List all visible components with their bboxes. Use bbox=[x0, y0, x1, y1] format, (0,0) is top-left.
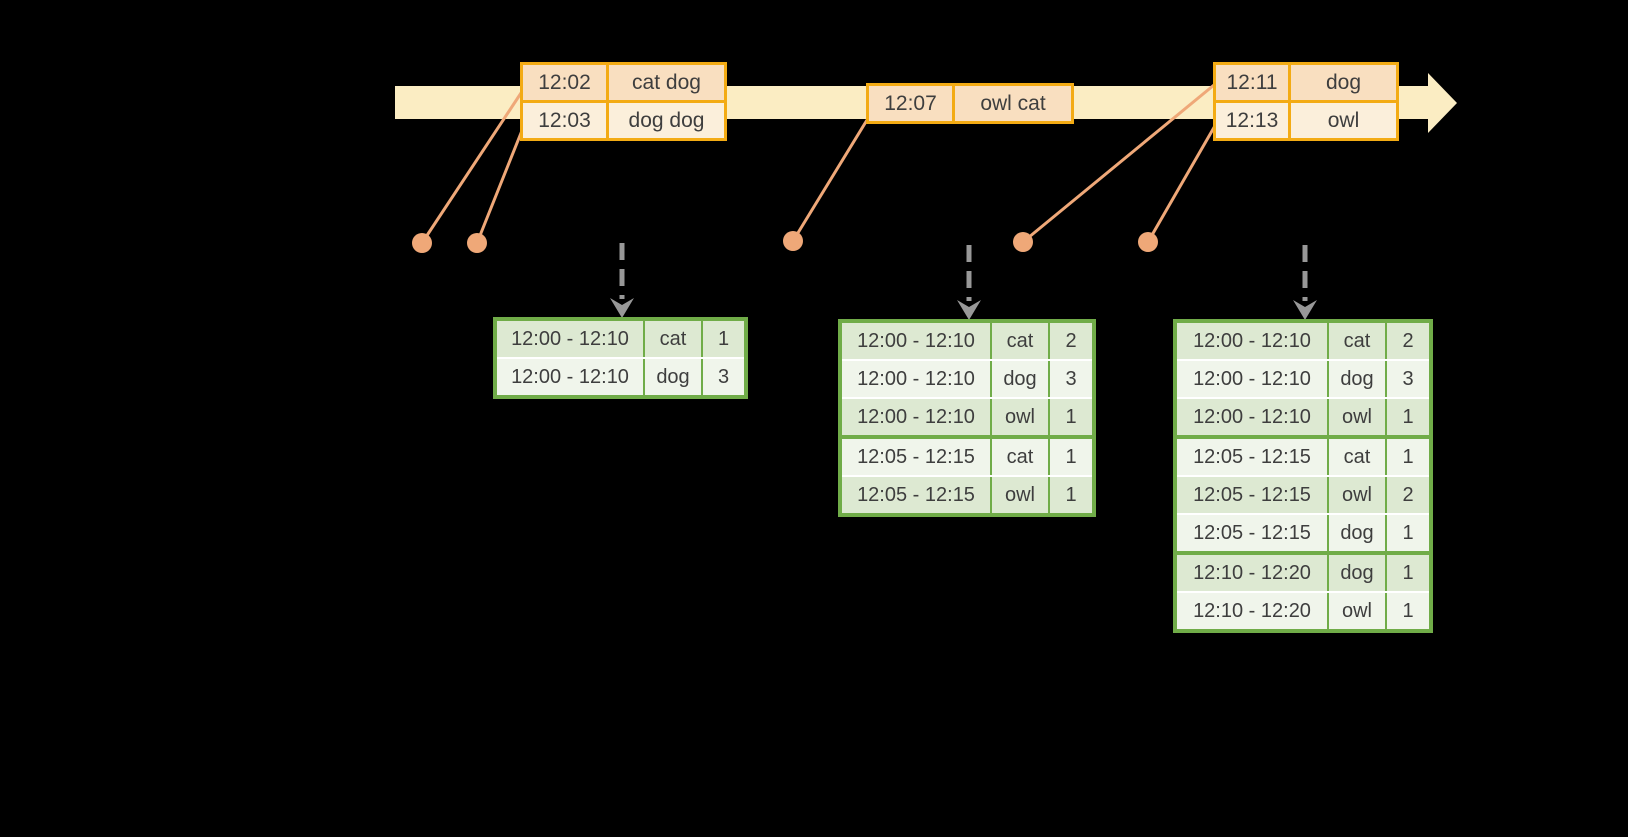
result-window-cell: 12:00 - 12:10 bbox=[497, 359, 643, 395]
event-time: 12:11 bbox=[1216, 65, 1291, 100]
event-words: dog bbox=[1291, 65, 1396, 100]
result-window-cell: 12:00 - 12:10 bbox=[842, 399, 990, 435]
result-word-cell: owl bbox=[990, 399, 1048, 435]
result-window-cell: 12:05 - 12:15 bbox=[1177, 439, 1327, 475]
event-connector-line bbox=[1022, 83, 1215, 244]
result-word-cell: cat bbox=[1327, 323, 1385, 359]
result-count-cell: 1 bbox=[1048, 477, 1092, 513]
result-count-cell: 3 bbox=[1385, 361, 1429, 397]
result-window-cell: 12:00 - 12:10 bbox=[1177, 323, 1327, 359]
event-connectors bbox=[420, 83, 1218, 244]
result-count-cell: 1 bbox=[1385, 515, 1429, 551]
result-count-cell: 2 bbox=[1048, 323, 1092, 359]
event-dot-icon bbox=[412, 233, 432, 253]
result-count-cell: 1 bbox=[1385, 555, 1429, 591]
result-word-cell: owl bbox=[1327, 593, 1385, 629]
result-count-cell: 3 bbox=[701, 359, 744, 395]
event-connector-line bbox=[791, 119, 869, 242]
event-connector-line bbox=[1146, 123, 1218, 243]
event-dot-icon bbox=[1138, 232, 1158, 252]
result-count-cell: 1 bbox=[1385, 399, 1429, 435]
result-word-cell: cat bbox=[1327, 439, 1385, 475]
result-window-cell: 12:10 - 12:20 bbox=[1177, 555, 1327, 591]
result-count-cell: 1 bbox=[1048, 439, 1092, 475]
trigger-arrows bbox=[610, 243, 1317, 320]
event-dots bbox=[412, 231, 1158, 253]
event-dot-icon bbox=[1013, 232, 1033, 252]
event-words: cat dog bbox=[609, 65, 724, 100]
result-word-cell: cat bbox=[990, 439, 1048, 475]
result-word-cell: dog bbox=[990, 361, 1048, 397]
result-count-cell: 2 bbox=[1385, 477, 1429, 513]
result-window-cell: 12:00 - 12:10 bbox=[842, 361, 990, 397]
trigger-down-arrow-icon bbox=[1293, 245, 1317, 320]
event-time: 12:13 bbox=[1216, 103, 1291, 138]
result-count-cell: 1 bbox=[1385, 439, 1429, 475]
result-word-cell: owl bbox=[1327, 477, 1385, 513]
trigger-down-arrow-icon bbox=[610, 243, 634, 318]
result-count-cell: 1 bbox=[1048, 399, 1092, 435]
result-word-cell: dog bbox=[1327, 555, 1385, 591]
event-connector-line bbox=[420, 89, 525, 244]
event-connector-line bbox=[475, 127, 525, 244]
result-count-cell: 1 bbox=[701, 321, 744, 357]
event-words: owl cat bbox=[955, 86, 1071, 121]
event-words: dog dog bbox=[609, 103, 724, 138]
result-window-cell: 12:05 - 12:15 bbox=[842, 477, 990, 513]
timeline-arrowhead-icon bbox=[1428, 73, 1457, 133]
result-word-cell: cat bbox=[990, 323, 1048, 359]
event-time: 12:07 bbox=[869, 86, 955, 121]
result-window-cell: 12:05 - 12:15 bbox=[842, 439, 990, 475]
event-words: owl bbox=[1291, 103, 1396, 138]
result-window-cell: 12:10 - 12:20 bbox=[1177, 593, 1327, 629]
result-window-cell: 12:00 - 12:10 bbox=[842, 323, 990, 359]
result-window-cell: 12:05 - 12:15 bbox=[1177, 515, 1327, 551]
result-count-cell: 2 bbox=[1385, 323, 1429, 359]
result-window-cell: 12:05 - 12:15 bbox=[1177, 477, 1327, 513]
result-count-cell: 1 bbox=[1385, 593, 1429, 629]
result-word-cell: owl bbox=[1327, 399, 1385, 435]
result-word-cell: dog bbox=[1327, 361, 1385, 397]
event-dot-icon bbox=[467, 233, 487, 253]
result-window-cell: 12:00 - 12:10 bbox=[497, 321, 643, 357]
event-dot-icon bbox=[783, 231, 803, 251]
result-window-cell: 12:00 - 12:10 bbox=[1177, 361, 1327, 397]
event-time: 12:03 bbox=[523, 103, 609, 138]
trigger-down-arrow-icon bbox=[957, 245, 981, 320]
result-word-cell: dog bbox=[643, 359, 701, 395]
result-word-cell: cat bbox=[643, 321, 701, 357]
result-count-cell: 3 bbox=[1048, 361, 1092, 397]
result-window-cell: 12:00 - 12:10 bbox=[1177, 399, 1327, 435]
result-word-cell: dog bbox=[1327, 515, 1385, 551]
event-time: 12:02 bbox=[523, 65, 609, 100]
result-word-cell: owl bbox=[990, 477, 1048, 513]
